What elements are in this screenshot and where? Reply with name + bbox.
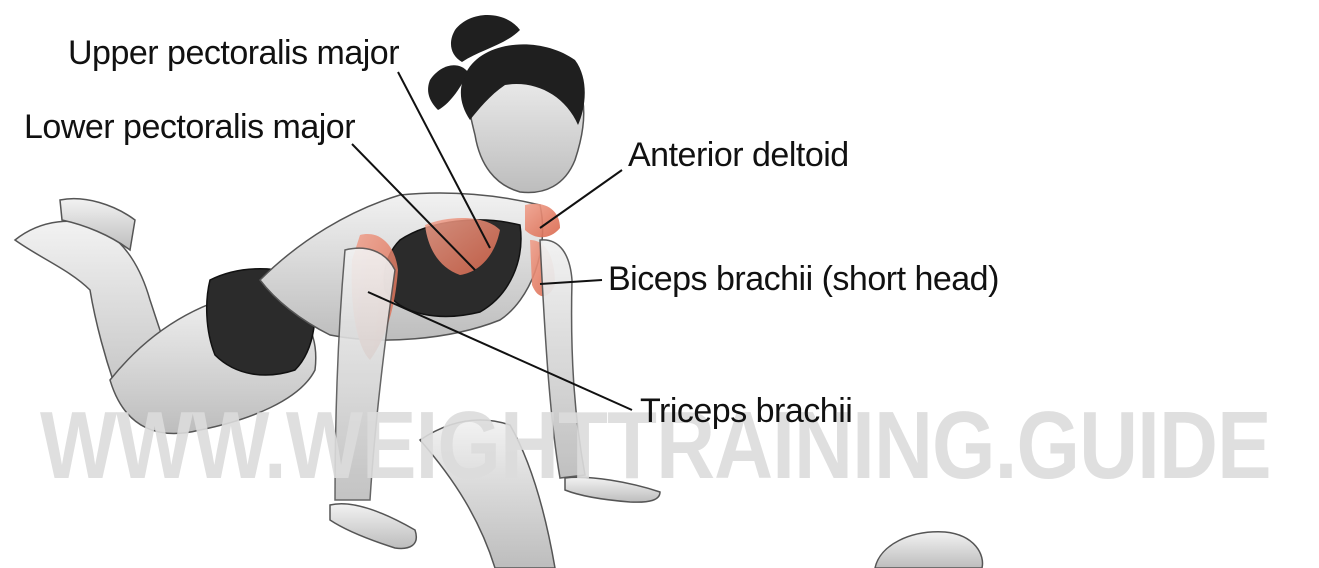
watermark-text: WWW.WEIGHTTRAINING.GUIDE <box>40 392 1272 499</box>
label-lower-pectoralis-major: Lower pectoralis major <box>24 108 356 146</box>
label-anterior-deltoid: Anterior deltoid <box>628 136 849 174</box>
leader-line-anterior-deltoid <box>539 169 623 229</box>
front-lower-leg <box>418 419 556 568</box>
label-triceps-brachii: Triceps brachii <box>640 392 853 430</box>
leader-lines <box>351 71 633 411</box>
torso <box>259 192 544 341</box>
label-biceps-brachii: Biceps brachii (short head) <box>608 260 999 298</box>
leader-line-triceps <box>367 291 633 411</box>
second-figure-head <box>874 531 984 568</box>
leader-line-upper-pec <box>397 71 491 249</box>
head <box>428 15 585 194</box>
leader-line-biceps <box>539 279 603 285</box>
arms <box>329 239 661 550</box>
label-upper-pectoralis-major: Upper pectoralis major <box>68 34 400 72</box>
leader-line-lower-pec <box>351 143 476 271</box>
